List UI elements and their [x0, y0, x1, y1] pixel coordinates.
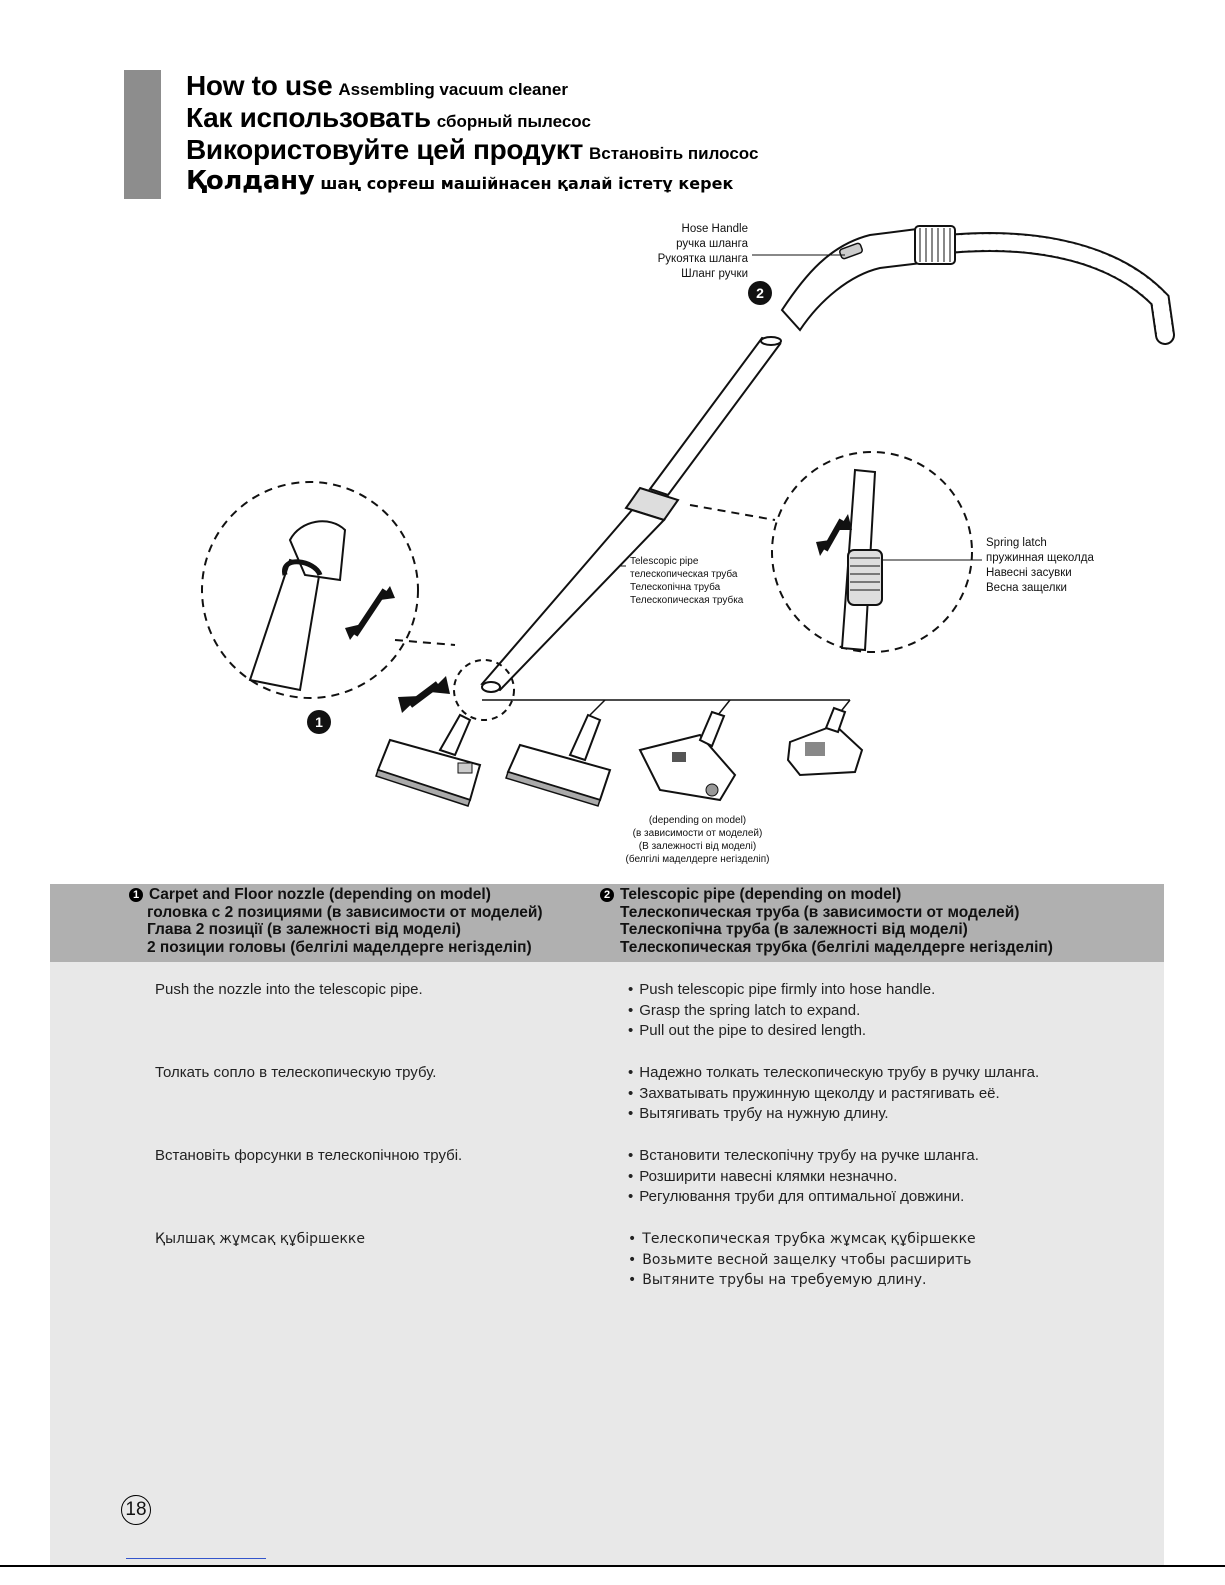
telescopic-pipe-label: Telescopic pipe телескопическая труба Те…: [630, 555, 743, 607]
list-item: Захватывать пружинную щеколду и растягив…: [628, 1084, 1039, 1105]
section1-paragraph-kz: Қылшақ жұмсақ құбіршекке: [155, 1229, 365, 1250]
list-item: Телескопическая трубка жұмсақ құбіршекке: [628, 1229, 976, 1250]
telescopic-pipe: [482, 337, 781, 692]
list-item: Розширити навесні клямки незначно.: [628, 1167, 979, 1188]
section2-group-ru: Надежно толкать телескопическую трубу в …: [628, 1063, 1039, 1125]
section1-paragraph-en: Push the nozzle into the telescopic pipe…: [155, 980, 423, 1001]
svg-text:1: 1: [315, 714, 323, 730]
turbo-brush-nozzle: [640, 712, 735, 800]
section2-group-kz: Телескопическая трубка жұмсақ құбіршекке…: [628, 1229, 976, 1291]
carpet-floor-nozzle: [376, 715, 480, 806]
page-number: 18: [121, 1495, 151, 1525]
list-item: Pull out the pipe to desired length.: [628, 1021, 935, 1042]
section1-paragraph-ru: Толкать сопло в телескопическую трубу.: [155, 1063, 436, 1084]
instruction-body: [50, 962, 1164, 1565]
list-item: Надежно толкать телескопическую трубу в …: [628, 1063, 1039, 1084]
list-item: Встановити телескопічну трубу на ручке ш…: [628, 1146, 979, 1167]
list-item: Grasp the spring latch to expand.: [628, 1001, 935, 1022]
vacuum-assembly-illustration: 1 2: [0, 0, 1225, 880]
list-item: Вытягивать трубу на нужную длину.: [628, 1104, 1039, 1125]
list-item: Push telescopic pipe firmly into hose ha…: [628, 980, 935, 1001]
section1-paragraph-uk: Встановіть форсунки в телескопічною труб…: [155, 1146, 462, 1167]
svg-text:2: 2: [756, 285, 764, 301]
hard-floor-nozzle: [506, 715, 610, 806]
list-item: Возьмите весной защелку чтобы расширить: [628, 1250, 976, 1271]
hose-handle-label: Hose Handle ручка шланга Рукоятка шланга…: [600, 222, 748, 282]
bottom-rule: [0, 1565, 1225, 1567]
section2-group-en: Push telescopic pipe firmly into hose ha…: [628, 980, 935, 1042]
list-item: Регулювання труби для оптимальної довжин…: [628, 1187, 979, 1208]
mini-turbo-nozzle: [788, 708, 862, 775]
section2-group-uk: Встановити телескопічну трубу на ручке ш…: [628, 1146, 979, 1208]
model-note: (depending on model) (в зависимости от м…: [600, 814, 795, 866]
spring-latch-label: Spring latch пружинная щеколда Навесні з…: [986, 536, 1094, 596]
marker-2-icon: 2: [600, 888, 614, 902]
footer-link-underline: [126, 1558, 266, 1559]
marker-1-icon: 1: [129, 888, 143, 902]
list-item: Вытяните трубы на требуемую длину.: [628, 1270, 976, 1291]
